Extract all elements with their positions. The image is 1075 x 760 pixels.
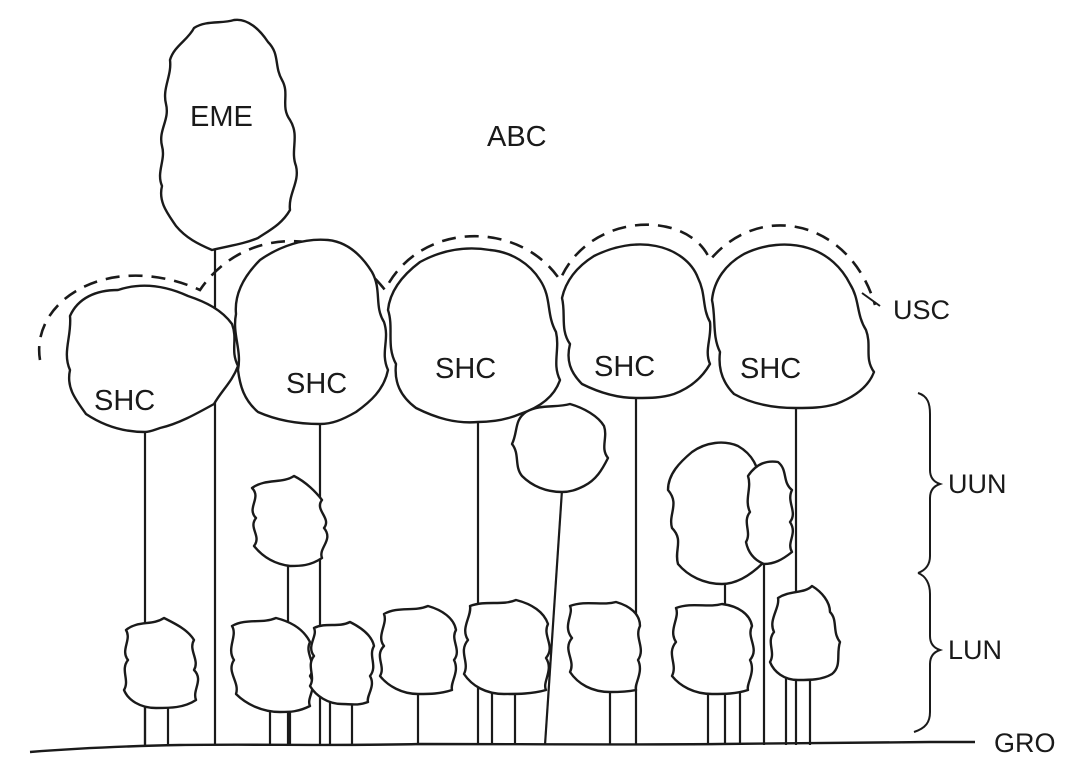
crown-lun-5 <box>464 600 550 694</box>
crown-lun-2 <box>231 618 313 712</box>
label-shc-2: SHC <box>286 368 347 400</box>
crown-uun-right-b <box>746 462 793 564</box>
trunk-uun-mid <box>545 490 562 745</box>
crown-uun-left <box>252 476 327 566</box>
label-uun: UUN <box>948 469 1007 499</box>
crown-lun-4 <box>380 606 457 694</box>
crown-shc-3 <box>388 249 560 423</box>
crown-lun-6 <box>568 602 641 692</box>
crown-emergent <box>160 20 297 250</box>
label-lun: LUN <box>948 635 1002 665</box>
ground-line <box>30 742 975 752</box>
usc-pointer <box>862 293 880 306</box>
label-eme: EME <box>190 101 253 133</box>
crown-lun-7 <box>672 604 754 694</box>
label-abc: ABC <box>487 121 547 153</box>
label-shc-1: SHC <box>94 385 155 417</box>
crown-lun-8 <box>770 586 840 680</box>
label-usc: USC <box>893 295 950 325</box>
crown-lun-3 <box>310 622 374 705</box>
crown-uun-mid <box>512 404 608 492</box>
label-shc-4: SHC <box>594 351 655 383</box>
label-shc-5: SHC <box>740 353 801 385</box>
brace-upper-understory <box>918 393 940 573</box>
crown-lun-1 <box>124 618 198 708</box>
brace-lower-understory <box>914 573 940 732</box>
label-shc-3: SHC <box>435 353 496 385</box>
label-gro: GRO <box>994 728 1056 758</box>
